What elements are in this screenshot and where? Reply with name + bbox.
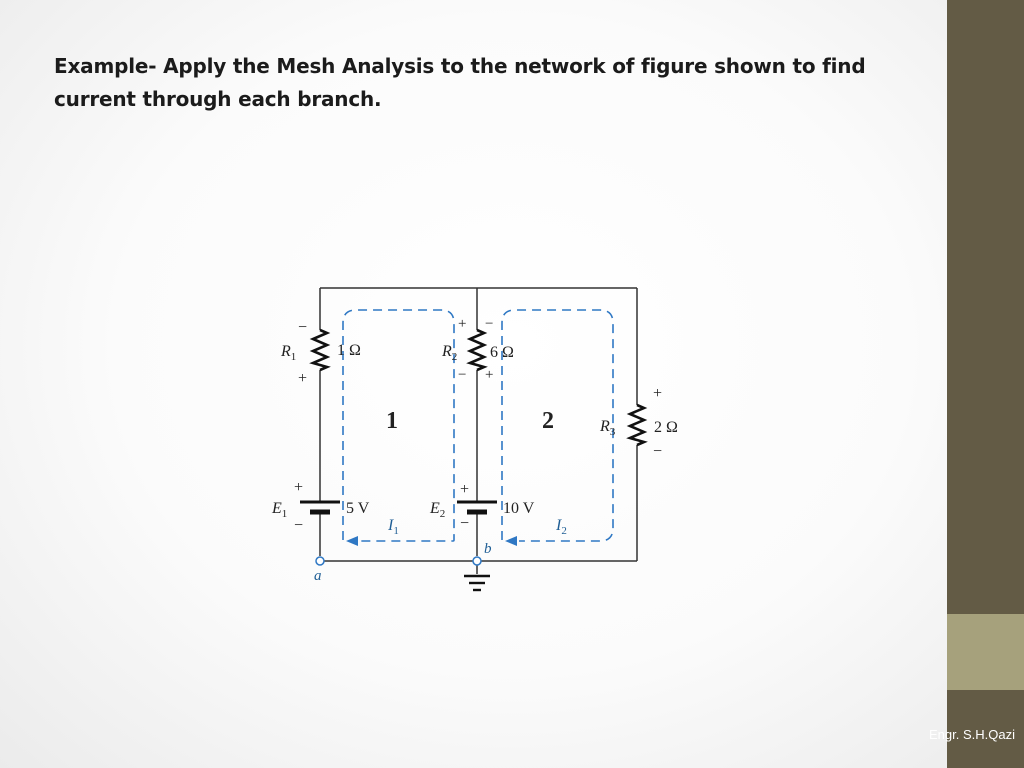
r1-top-sign: − xyxy=(298,319,307,336)
e2-top-sign: + xyxy=(460,481,469,498)
e2-bottom-sign: − xyxy=(460,515,469,532)
mesh-1-loop xyxy=(342,309,455,542)
r2-value: 6 Ω xyxy=(490,344,514,361)
r3-top-sign: + xyxy=(653,385,662,402)
slide-title: Example- Apply the Mesh Analysis to the … xyxy=(54,54,866,111)
e1-value: 5 V xyxy=(346,500,370,517)
e1-bottom-sign: − xyxy=(294,517,303,534)
battery-e1-symbol xyxy=(300,500,340,515)
sidebar-band-top xyxy=(947,0,1024,614)
r2-top-sign-right: − xyxy=(485,316,493,332)
r3-bottom-sign: − xyxy=(653,443,662,460)
r1-bottom-sign: + xyxy=(298,370,307,387)
circuit-wires xyxy=(319,287,638,574)
sidebar-band-bottom xyxy=(947,690,1024,768)
mesh-1-label: 1 xyxy=(386,408,398,434)
r2-top-sign-left: + xyxy=(458,316,466,332)
r2-bottom-sign-left: − xyxy=(458,367,466,383)
mesh-1-arrow xyxy=(346,536,358,546)
mesh-2-label: 2 xyxy=(542,408,554,434)
r1-name: R1 xyxy=(280,343,296,363)
e2-value: 10 V xyxy=(503,500,535,517)
e2-name: E2 xyxy=(429,500,445,520)
r2-name: R2 xyxy=(441,343,457,363)
resistor-r2-symbol xyxy=(466,328,488,372)
r2-bottom-sign-right: + xyxy=(485,367,493,383)
resistor-r1-symbol xyxy=(309,328,331,372)
sidebar-band-accent xyxy=(947,614,1024,690)
e1-top-sign: + xyxy=(294,479,303,496)
r3-name: R3 xyxy=(599,418,616,438)
mesh-circuit-diagram: − + R1 1 Ω + − R2 6 Ω − + + R3 2 Ω − + E… xyxy=(271,287,678,592)
mesh-2-loop xyxy=(501,309,614,542)
mesh-2-arrow xyxy=(505,536,517,546)
r3-value: 2 Ω xyxy=(654,419,678,436)
footer-credit: Engr. S.H.Qazi xyxy=(929,727,1015,742)
battery-e2-symbol xyxy=(457,500,497,515)
r1-value: 1 Ω xyxy=(337,342,361,359)
node-b-label: b xyxy=(484,541,492,557)
resistor-r3-symbol xyxy=(626,403,648,447)
node-a-terminal xyxy=(315,556,325,566)
current-i2-label: I2 xyxy=(555,517,567,537)
ground-icon xyxy=(464,574,490,592)
current-i1-label: I1 xyxy=(387,517,399,537)
e1-name: E1 xyxy=(271,500,287,520)
node-b-terminal xyxy=(472,556,482,566)
node-a-label: a xyxy=(314,568,322,584)
